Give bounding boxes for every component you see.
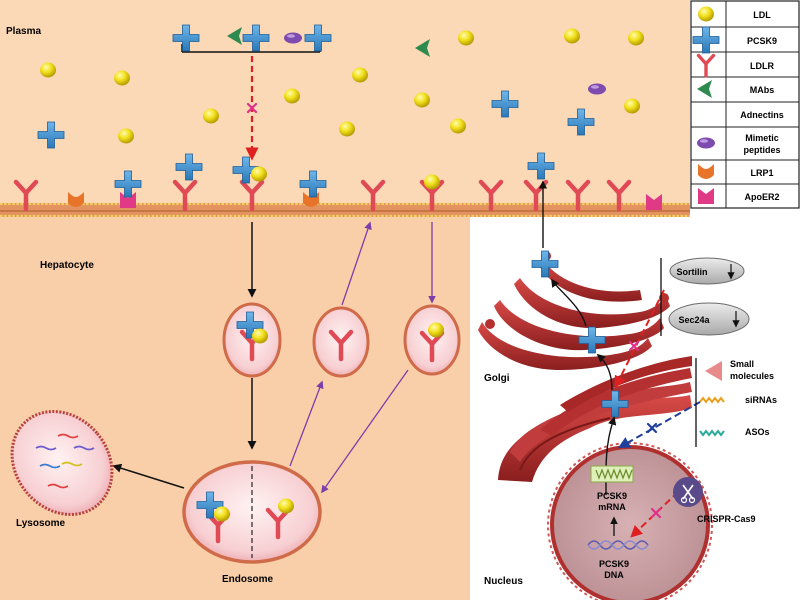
ldl-particle	[203, 108, 219, 124]
plasma-label: Plasma	[6, 26, 41, 37]
cell-membrane	[0, 202, 690, 218]
legend-mimetic-label-1: Mimetic	[745, 133, 779, 143]
crispr-cas9-complex	[673, 477, 703, 507]
lysosome	[10, 410, 114, 516]
endosome-label: Endosome	[222, 574, 274, 585]
lysosome-label: Lysosome	[16, 518, 66, 529]
ldl-particle	[251, 166, 267, 182]
crispr-label: CRISPR-Cas9	[697, 514, 756, 524]
ldl-particle	[339, 121, 355, 137]
ldl-particle	[450, 118, 466, 134]
ldl-particle	[118, 128, 134, 144]
mrna-block	[590, 465, 634, 483]
sec24a-label: Sec24a	[678, 315, 710, 325]
ldl-particle	[40, 62, 56, 78]
ldl-particle	[628, 30, 644, 46]
recycling-arrow	[341, 221, 372, 306]
ldl-particle	[564, 28, 580, 44]
plasma-region	[0, 0, 690, 212]
legend-ldl-icon	[698, 6, 714, 22]
sirnas-label: siRNAs	[745, 395, 777, 405]
ldl-particle	[352, 67, 368, 83]
mrna-label-1: PCSK9	[597, 491, 627, 501]
sirna-icon	[699, 396, 725, 404]
legend-apoer2-label: ApoER2	[744, 192, 779, 202]
ldl-particle	[284, 88, 300, 104]
lysosome-degradation-arrow	[112, 463, 185, 489]
small-molecule-icon	[705, 361, 722, 381]
legend-ldlr-label: LDLR	[750, 61, 774, 71]
nucleus-label: Nucleus	[484, 576, 523, 587]
ldl-particle	[458, 30, 474, 46]
endosome	[182, 460, 322, 564]
sec24a-badge: Sec24a	[668, 302, 750, 336]
golgi-transit-arrow	[596, 353, 613, 391]
legend-pcsk9-label: PCSK9	[747, 36, 777, 46]
legend-adnectins-label: Adnectins	[740, 110, 784, 120]
endoplasmic-reticulum	[498, 356, 692, 482]
ldl-particle	[114, 70, 130, 86]
legend-mimetic-icon	[697, 137, 715, 149]
golgi-exit-arrow	[551, 278, 587, 327]
ldl-particle	[624, 98, 640, 114]
golgi-label: Golgi	[484, 373, 510, 384]
legend-lrp1-label: LRP1	[750, 168, 773, 178]
mimetic-peptide	[588, 83, 606, 95]
vesicle-ldlr-ldl	[403, 304, 461, 376]
legend: LDL PCSK9 LDLR MAbs Adnectins Mimetic pe…	[690, 0, 800, 209]
endosome-recycling-arrow	[289, 380, 324, 467]
vesicle-fusion-arrow	[321, 369, 409, 494]
small-molecules-label-2: molecules	[730, 371, 774, 381]
legend-mabs-label: MAbs	[750, 85, 775, 95]
dna-label-2: DNA	[604, 570, 624, 580]
aso-icon	[699, 429, 725, 437]
legend-mimetic-label-2: peptides	[743, 145, 780, 155]
vesicle-ldlr	[312, 306, 370, 378]
mimetic-peptide	[284, 32, 302, 44]
hepatocyte-label: Hepatocyte	[40, 260, 94, 271]
sirna-inhibition-arrow	[617, 401, 701, 449]
dna-label-1: PCSK9	[599, 559, 629, 569]
legend-ldl-label: LDL	[753, 10, 771, 20]
mrna-label-2: mRNA	[598, 502, 626, 512]
dna-helix	[587, 540, 649, 550]
sortilin-inhibition-arrow	[614, 289, 665, 389]
asos-label: ASOs	[745, 427, 770, 437]
small-molecules-label-1: Small	[730, 359, 754, 369]
inhibitor-bracket	[163, 24, 332, 53]
ldl-particle	[414, 92, 430, 108]
ldl-particle	[424, 174, 440, 190]
vesicle-pcsk9-ldlr	[222, 302, 282, 378]
sortilin-label: Sortilin	[677, 267, 708, 277]
sortilin-badge: Sortilin	[669, 257, 745, 285]
